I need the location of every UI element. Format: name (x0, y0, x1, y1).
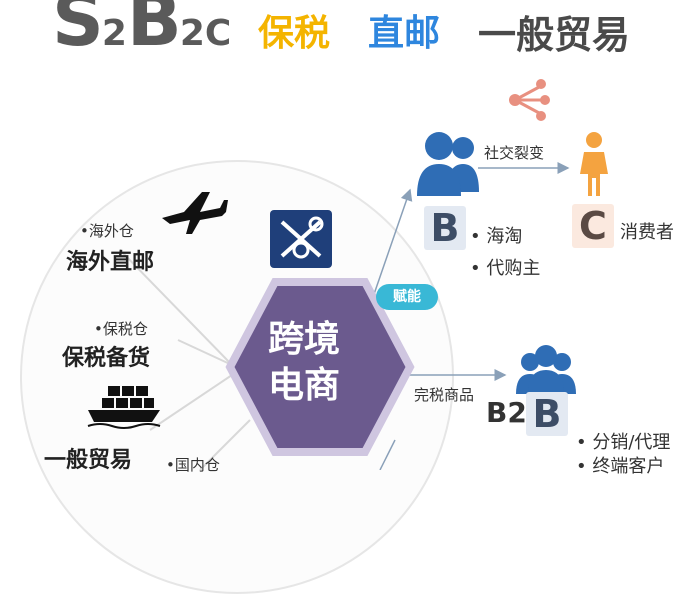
center-label-line2: 电商 (268, 365, 341, 406)
spoke-bonded (177, 339, 233, 366)
cargo-ship-icon (87, 386, 161, 429)
title-direct-mail: 直邮 (368, 13, 441, 54)
bonded-stock-label: 保税备货 (62, 346, 151, 371)
people-group-bottom-icon (516, 345, 576, 394)
social-fission-label: 社交裂变 (484, 144, 545, 162)
general-trade-label: 一般贸易 (44, 448, 133, 473)
consumer-person-icon (580, 132, 608, 196)
b-item-haitao: • 海淘 (470, 226, 523, 247)
b-item-daigou: • 代购主 (470, 258, 541, 279)
b2b-prefix: B2 (486, 396, 527, 429)
domestic-warehouse-label: •国内仓 (166, 456, 220, 474)
title-bonded: 保税 (258, 13, 331, 54)
b-letter-box: B (424, 206, 466, 250)
consumer-label: 消费者 (620, 222, 674, 243)
arrow-lower (379, 439, 396, 470)
spoke-overseas (119, 249, 233, 366)
b2b-item-terminal: • 终端客户 (576, 456, 665, 477)
airplane-icon (162, 192, 228, 234)
b2b-letter-box: B (526, 392, 568, 436)
title-c-letter: C (204, 13, 232, 54)
title-s-letter: S (52, 0, 104, 62)
c-letter-box: C (572, 204, 614, 248)
title-2a: 2 (101, 13, 127, 54)
title-s2b2c: S2B2C (52, 0, 231, 62)
overseas-warehouse-label: •海外仓 (80, 222, 134, 240)
spoke-general (149, 374, 233, 431)
title-general-trade: 一般贸易 (478, 13, 631, 57)
center-label-line1: 跨境 (268, 319, 341, 360)
title-2b: 2 (179, 13, 205, 54)
spoke-domestic (199, 419, 251, 470)
center-hexagon (225, 278, 415, 456)
overseas-direct-mail-label: 海外直邮 (66, 250, 155, 275)
tax-paid-goods-label: 完税商品 (414, 386, 475, 404)
bonded-warehouse-label: •保税仓 (94, 320, 148, 338)
arrow-to-b-group (371, 188, 413, 301)
connector-layer (87, 79, 608, 470)
title-b-letter: B (126, 0, 182, 62)
people-group-icon (417, 132, 479, 196)
share-network-icon (509, 79, 550, 121)
customs-badge-icon (270, 210, 332, 268)
b2b-item-distribution: • 分销/代理 (576, 432, 671, 453)
empower-badge: 赋能 (376, 284, 438, 310)
